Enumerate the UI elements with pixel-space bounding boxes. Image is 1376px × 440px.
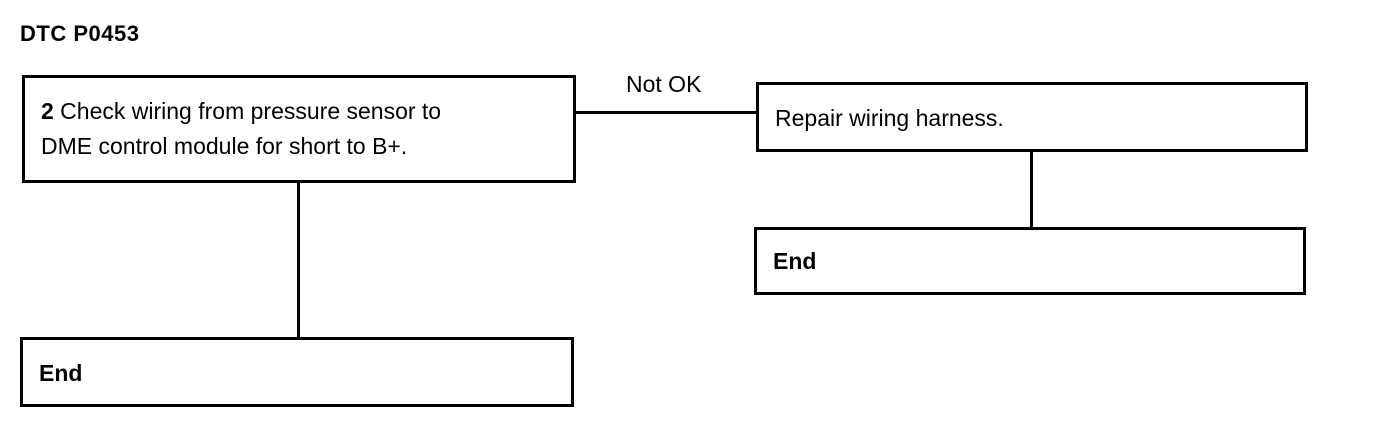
step-repair-text: Repair wiring harness. bbox=[775, 105, 1004, 131]
edge-label-not-ok: Not OK bbox=[626, 71, 702, 97]
end-right-text: End bbox=[773, 248, 817, 274]
connector-check-to-end bbox=[297, 183, 300, 337]
end-box-left: End bbox=[20, 337, 574, 407]
connector-not-ok bbox=[576, 111, 758, 114]
step-number: 2 bbox=[41, 98, 54, 124]
step-check-box: 2 Check wiring from pressure sensor to D… bbox=[22, 75, 576, 183]
step-check-text: Check wiring from pressure sensor to bbox=[53, 98, 442, 124]
step-check-line1: 2 Check wiring from pressure sensor to bbox=[41, 94, 557, 129]
end-left-text: End bbox=[39, 360, 83, 386]
connector-repair-to-end bbox=[1030, 152, 1033, 228]
page-title: DTC P0453 bbox=[20, 21, 140, 46]
step-check-line2: DME control module for short to B+. bbox=[41, 133, 408, 159]
end-box-right: End bbox=[754, 227, 1306, 295]
step-repair-box: Repair wiring harness. bbox=[756, 82, 1308, 152]
